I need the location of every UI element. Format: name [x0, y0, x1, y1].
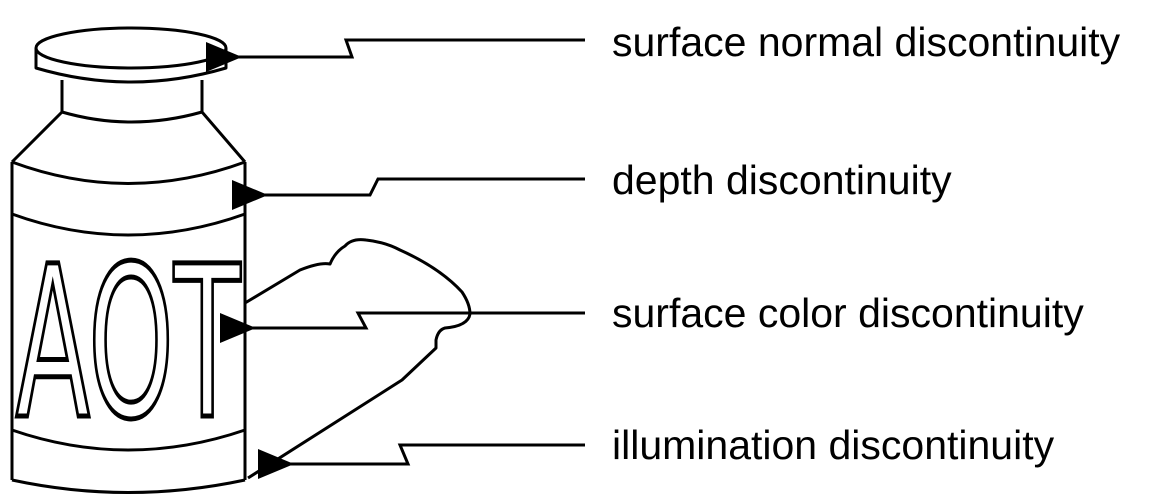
bottle-label-text: AOT: [16, 221, 241, 466]
arrow-surface-color: [220, 311, 585, 343]
bottle-bottom: [11, 478, 246, 494]
arrows: [206, 38, 585, 479]
bottle-shoulder-band: [11, 160, 246, 185]
bottle-label-bottom: [11, 428, 246, 452]
arrow-surface-normal: [206, 38, 585, 72]
arrow-depth: [232, 177, 585, 210]
bottle-label-top: [11, 212, 246, 237]
label-illumination-discontinuity: illumination discontinuity: [612, 422, 1055, 468]
label-surface-color-discontinuity: surface color discontinuity: [612, 290, 1084, 336]
bottle-neck: [60, 80, 204, 112]
arrow-illumination: [258, 443, 585, 479]
bottle-neck-base: [61, 110, 203, 124]
shadow-region: [244, 238, 472, 480]
bottle-cap-top: [34, 26, 228, 70]
shadow-outline: [244, 238, 472, 480]
bottle-shoulder: [10, 110, 247, 164]
label-surface-normal-discontinuity: surface normal discontinuity: [612, 19, 1121, 65]
label-depth-discontinuity: depth discontinuity: [612, 157, 952, 203]
bottle-cap-side: [34, 48, 228, 84]
